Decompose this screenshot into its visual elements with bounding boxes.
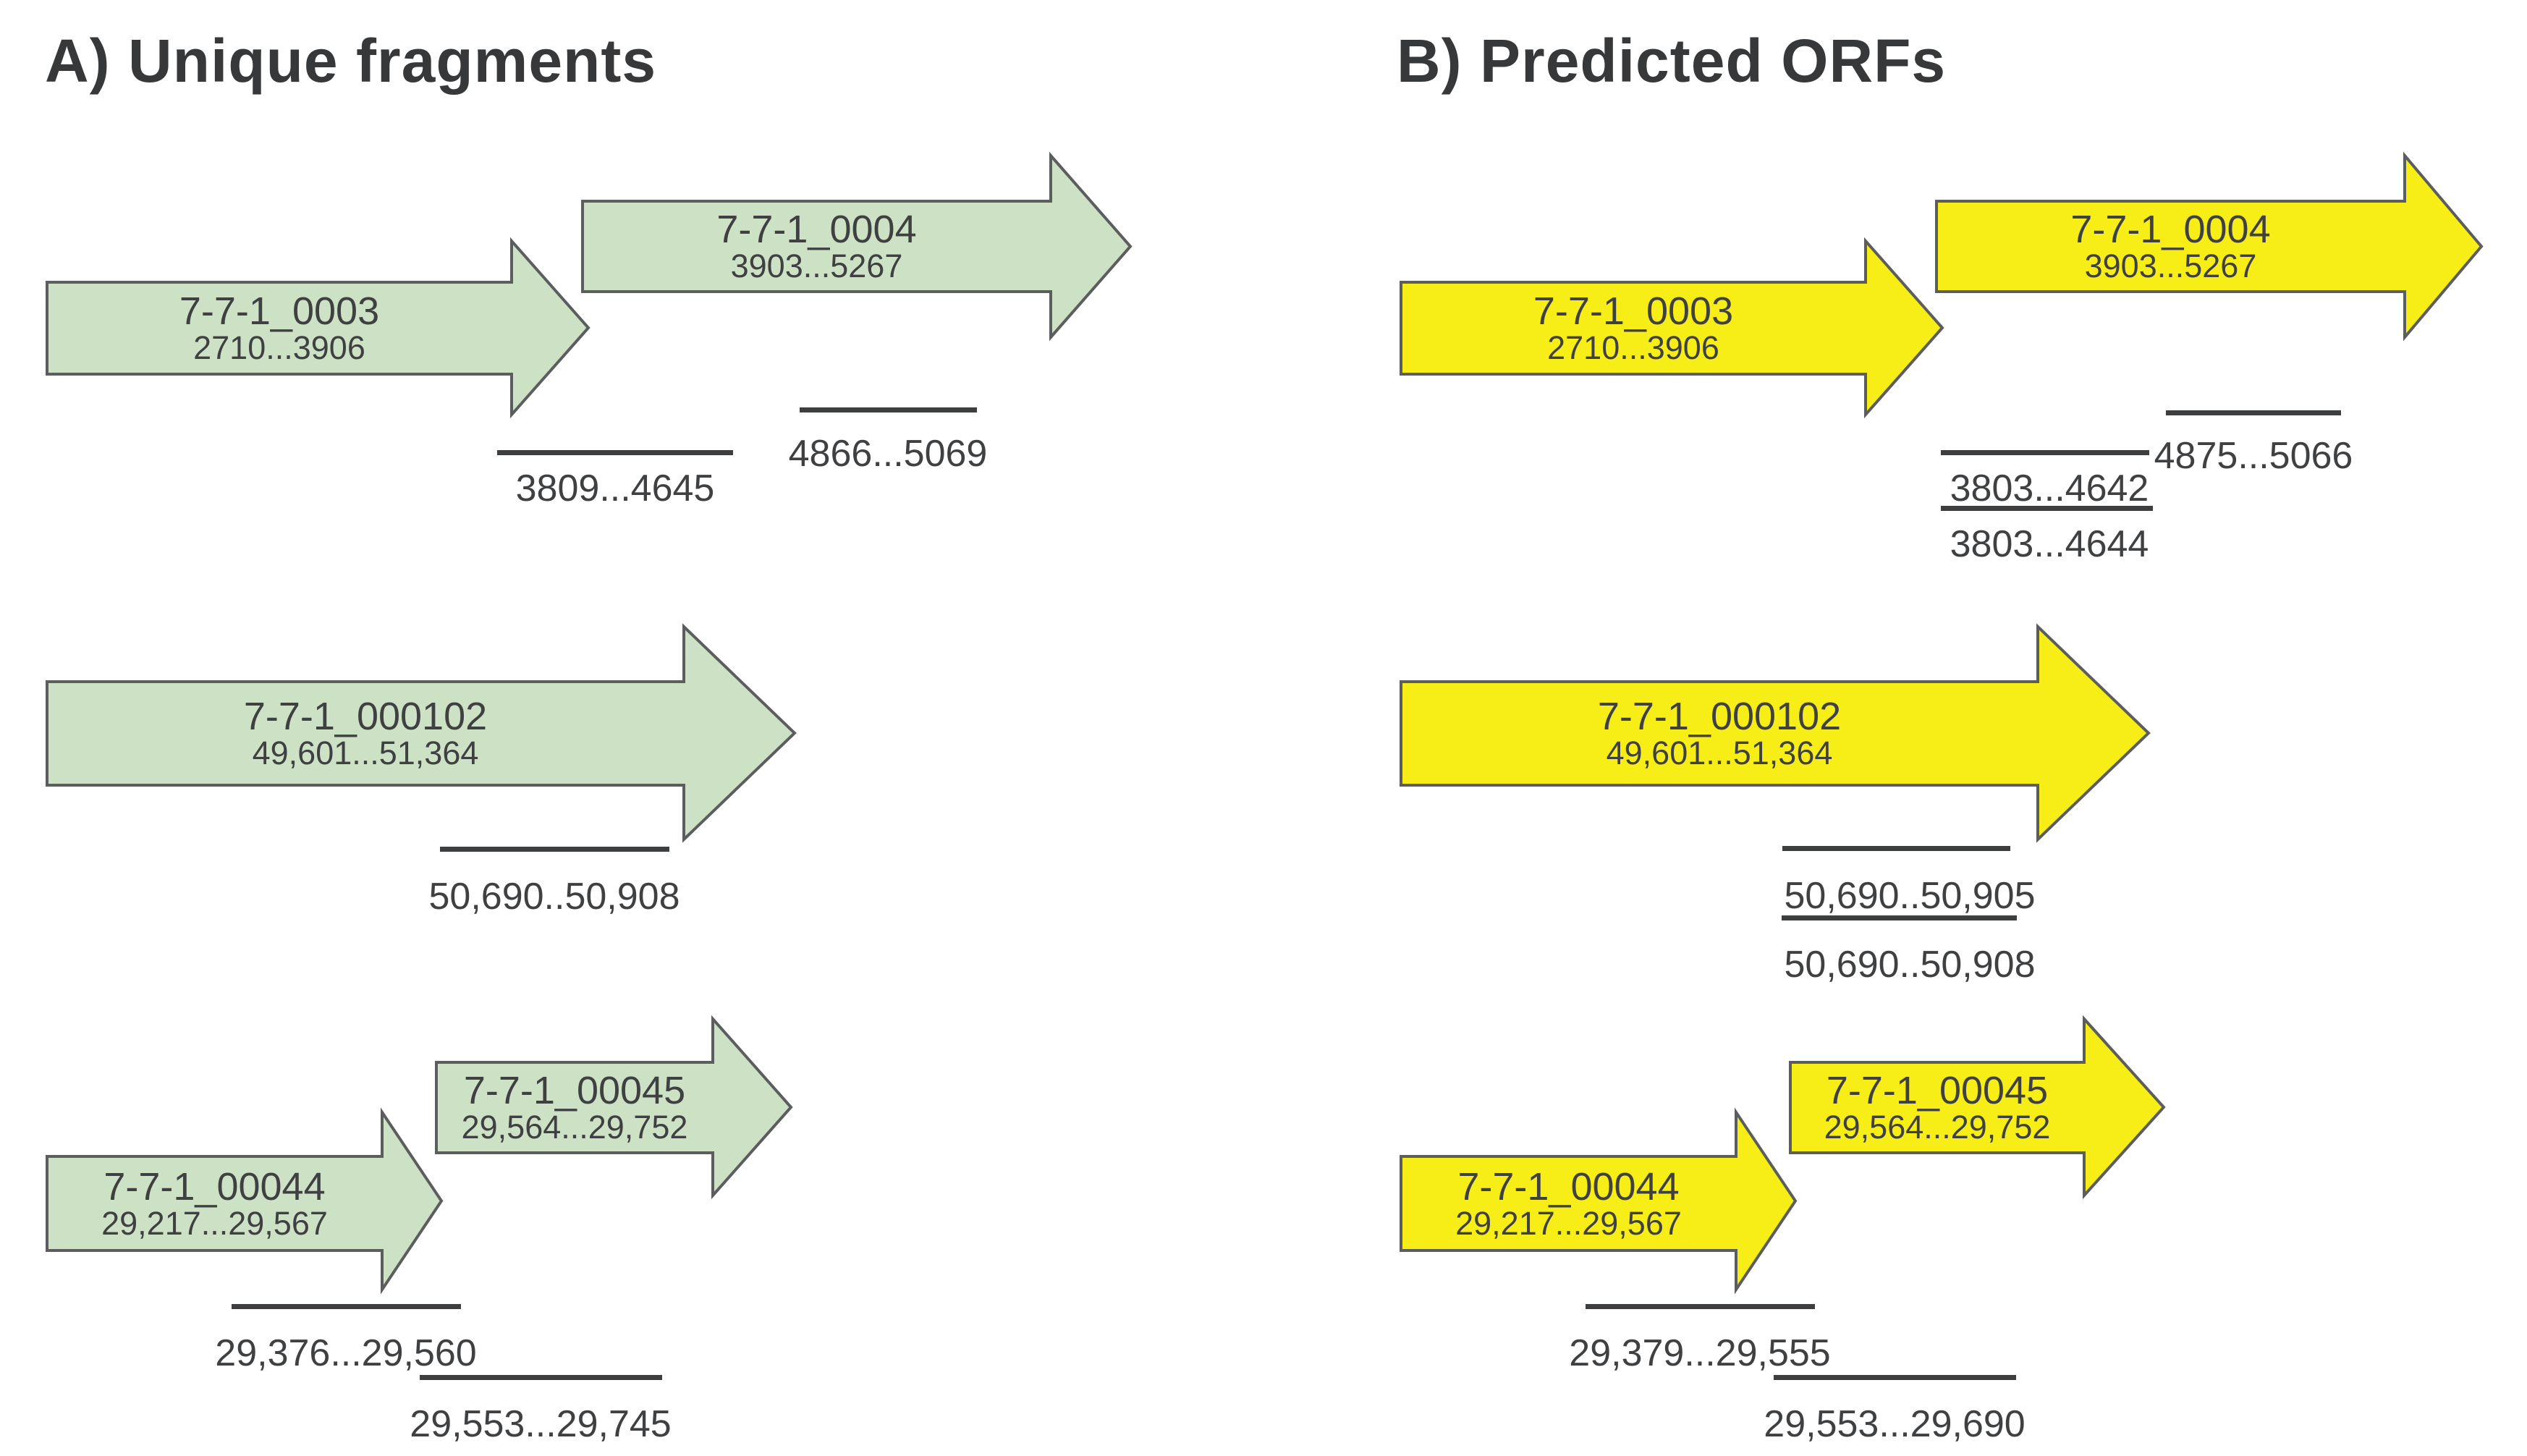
- gene-coordinates: 29,564...29,752: [1824, 1109, 2051, 1146]
- fragment-line: [1941, 450, 2149, 455]
- gene-coordinates: 2710...3906: [193, 329, 365, 367]
- gene-name: 7-7-1_0003: [179, 289, 380, 334]
- fragment-line: [800, 407, 977, 412]
- fragment-line: [497, 450, 733, 455]
- gene-arrow-shape: [581, 151, 1133, 342]
- gene-coordinates: 2710...3906: [1547, 329, 1719, 367]
- gene-coordinates: 29,217...29,567: [1455, 1204, 1682, 1242]
- gene-arrow-shape: [46, 1107, 444, 1295]
- gene-arrow-shape: [46, 237, 591, 419]
- panel-a-title: A) Unique fragments: [45, 27, 657, 95]
- fragment-range-label: 4866...5069: [788, 433, 988, 475]
- fragment-range-label: 29,379...29,555: [1569, 1332, 1831, 1374]
- fragment-range-label: 50,690..50,908: [428, 876, 680, 918]
- gene-name: 7-7-1_00045: [1826, 1069, 2049, 1113]
- gene-name: 7-7-1_0004: [2070, 208, 2271, 252]
- fragment-range-label: 29,553...29,690: [1764, 1403, 2026, 1445]
- fragment-range-label: 29,376...29,560: [215, 1332, 477, 1374]
- gene-name: 7-7-1_000102: [243, 695, 488, 739]
- gene-coordinates: 3903...5267: [2084, 247, 2257, 285]
- fragment-range-label: 3809...4645: [515, 467, 715, 509]
- fragment-line: [232, 1304, 461, 1309]
- gene-coordinates: 29,217...29,567: [101, 1204, 328, 1242]
- fragment-range-label: 3803...4644: [1950, 523, 2149, 565]
- gene-arrow-shape: [1400, 237, 1944, 419]
- gene-arrow-shape: [1400, 1107, 1798, 1295]
- gene-name: 7-7-1_0004: [716, 208, 917, 252]
- gene-arrow-shape: [1400, 623, 2151, 843]
- fragment-line: [1782, 846, 2010, 851]
- gene-name: 7-7-1_00044: [1457, 1164, 1680, 1209]
- gene-coordinates: 49,601...51,364: [252, 735, 479, 772]
- gene-arrow-shape: [1789, 1015, 2166, 1200]
- fragment-line: [2166, 410, 2341, 415]
- gene-arrow-shape: [1935, 151, 2484, 342]
- gene-name: 7-7-1_00044: [103, 1164, 326, 1209]
- fragment-line: [420, 1375, 662, 1380]
- gene-arrow-shape: [46, 623, 797, 843]
- gene-name: 7-7-1_000102: [1597, 695, 1842, 739]
- fragment-range-label: 50,690..50,908: [1784, 944, 2036, 986]
- fragment-range-label: 3803...4642: [1950, 467, 2149, 509]
- gene-name: 7-7-1_0003: [1533, 289, 1734, 334]
- fragment-line: [1774, 1375, 2016, 1380]
- fragment-line: [1941, 506, 2153, 511]
- fragment-line: [1782, 915, 2017, 920]
- gene-coordinates: 49,601...51,364: [1606, 735, 1833, 772]
- fragment-line: [440, 847, 669, 852]
- gene-arrow-shape: [435, 1015, 793, 1200]
- fragment-range-label: 29,553...29,745: [410, 1403, 672, 1445]
- fragment-line: [1586, 1304, 1815, 1309]
- fragment-range-label: 4875...5066: [2154, 435, 2353, 477]
- panel-b-title: B) Predicted ORFs: [1397, 27, 1947, 95]
- fragment-range-label: 50,690..50,905: [1784, 875, 2036, 917]
- gene-coordinates: 3903...5267: [730, 247, 903, 285]
- gene-coordinates: 29,564...29,752: [461, 1109, 688, 1146]
- gene-name: 7-7-1_00045: [463, 1069, 686, 1113]
